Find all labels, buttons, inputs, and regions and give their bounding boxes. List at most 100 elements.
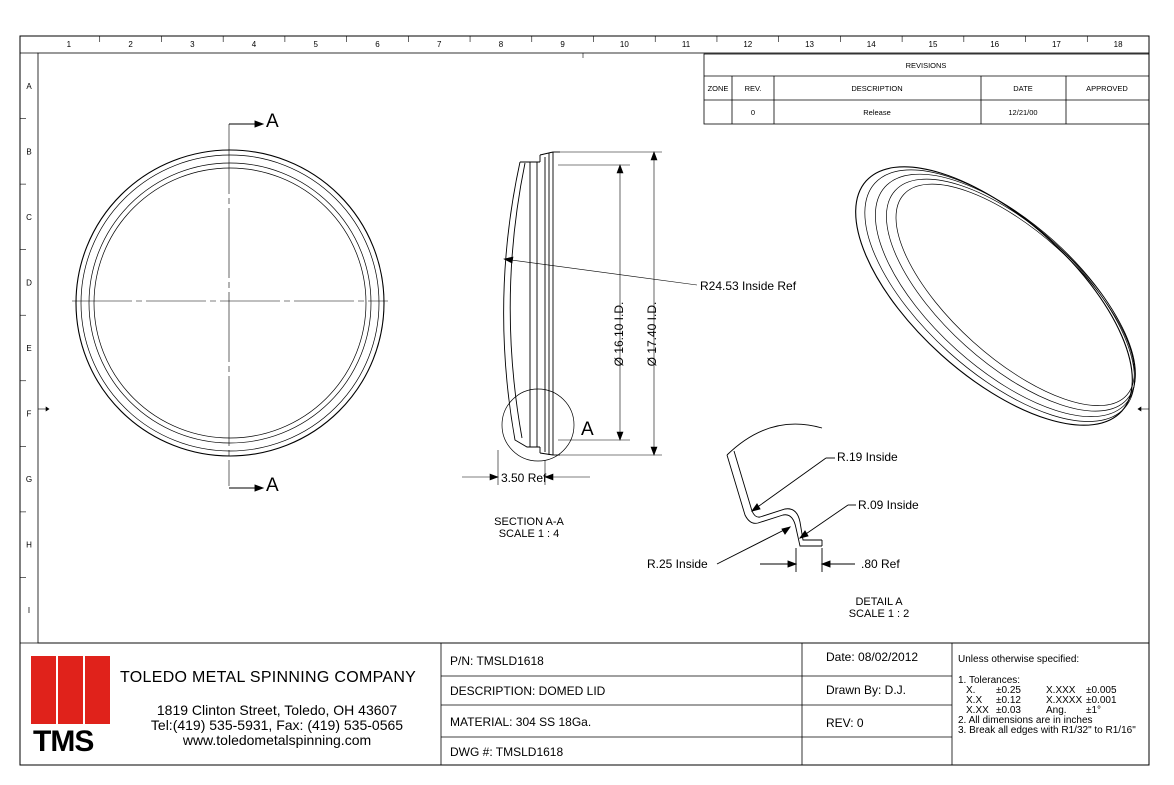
rev-header-date: DATE — [1013, 84, 1032, 93]
row-label: A — [26, 82, 32, 91]
revisions-title: REVISIONS — [906, 61, 947, 70]
isometric-view — [855, 166, 1136, 426]
logo-text: TMS — [33, 725, 94, 758]
tolerance-cell: ±0.005 — [1086, 685, 1117, 696]
row-label: F — [27, 410, 32, 419]
rev-header-rev: REV. — [745, 84, 762, 93]
rev-header-description: DESCRIPTION — [851, 84, 902, 93]
rev-header-approved: APPROVED — [1086, 84, 1128, 93]
tolerance-row: X.XX ±0.03 Ang. ±1° — [958, 706, 1146, 716]
section-marker-top: A — [266, 111, 279, 132]
column-label: 18 — [1114, 40, 1123, 49]
column-label: 17 — [1052, 40, 1061, 49]
detail-title: DETAIL A — [855, 596, 903, 608]
center-mark-arrows — [38, 53, 1149, 412]
detail-scale: SCALE 1 : 2 — [849, 608, 910, 620]
material: MATERIAL: 304 SS 18Ga. — [450, 715, 592, 729]
notes-block: Unless otherwise specified: 1. Tolerance… — [958, 655, 1146, 736]
revisions-table — [703, 53, 1150, 125]
tolerance-cell: ±0.12 — [996, 695, 1021, 706]
part-description: DESCRIPTION: DOMED LID — [450, 684, 606, 698]
column-label: 14 — [867, 40, 876, 49]
rev-row-rev: 0 — [751, 108, 755, 117]
dim-id: Ø 16.10 I.D. — [612, 302, 626, 367]
column-label: 12 — [743, 40, 752, 49]
tolerances-heading: 1. Tolerances: — [958, 675, 1021, 686]
row-label: H — [26, 541, 32, 550]
column-label: 3 — [190, 40, 195, 49]
tolerance-cell: ±0.03 — [996, 705, 1021, 716]
dim-od: Ø 17.40 I.D. — [645, 302, 659, 367]
drawn-by: Drawn By: D.J. — [826, 683, 907, 697]
section-scale: SCALE 1 : 4 — [499, 528, 560, 540]
column-label: 15 — [929, 40, 938, 49]
title-block-grid — [20, 642, 1149, 765]
column-label: 5 — [314, 40, 319, 49]
tolerance-cell: ±1° — [1086, 705, 1102, 716]
column-label: 13 — [805, 40, 814, 49]
dim-r25: R.25 Inside — [647, 557, 708, 571]
detail-marker: A — [581, 419, 594, 440]
company-name: TOLEDO METAL SPINNING COMPANY — [120, 669, 417, 686]
tolerance-cell: X.XXX — [1046, 685, 1076, 696]
drawing-number: DWG #: TMSLD1618 — [450, 745, 564, 759]
row-label: E — [26, 344, 31, 353]
column-label: 9 — [560, 40, 565, 49]
tolerance-cell: X.XXXX — [1046, 695, 1083, 706]
rev-header-zone: ZONE — [708, 84, 729, 93]
row-label: D — [26, 278, 32, 287]
column-ticks — [99, 36, 1088, 42]
tms-logo — [31, 656, 110, 724]
column-label: 11 — [682, 40, 691, 49]
company-address-block: 1819 Clinton Street, Toledo, OH 43607 Te… — [118, 703, 436, 748]
row-ticks — [20, 118, 26, 578]
row-labels: A B C D E F G H I — [26, 82, 32, 615]
row-label: B — [26, 147, 31, 156]
drawing-date: Date: 08/02/2012 — [826, 650, 919, 664]
tolerance-cell: ±0.001 — [1086, 695, 1117, 706]
tolerance-cell: Ang. — [1046, 705, 1067, 716]
column-label: 10 — [620, 40, 629, 49]
row-label: G — [26, 475, 32, 484]
section-cut-line — [229, 120, 265, 492]
section-dimensions — [462, 151, 698, 485]
row-label: C — [26, 213, 32, 222]
column-label: 6 — [375, 40, 380, 49]
part-number: P/N: TMSLD1618 — [450, 654, 544, 668]
tolerance-row: X.X ±0.12 X.XXXX±0.001 — [958, 696, 1146, 706]
column-label: 2 — [128, 40, 133, 49]
rev-row-description: Release — [863, 108, 891, 117]
note-dimensions: 2. All dimensions are in inches — [958, 715, 1093, 726]
tolerance-cell: X.X — [966, 695, 983, 706]
column-label: 7 — [437, 40, 442, 49]
rev-row-date: 12/21/00 — [1008, 108, 1037, 117]
dim-flange: .80 Ref — [861, 557, 900, 571]
column-label: 16 — [990, 40, 999, 49]
dim-r19: R.19 Inside — [837, 450, 898, 464]
tolerance-cell: X.XX — [966, 705, 989, 716]
row-label: I — [28, 606, 30, 615]
section-marker-bottom: A — [266, 475, 279, 496]
company-phone: Tel:(419) 535-5931, Fax: (419) 535-0565 — [150, 717, 404, 733]
column-label: 1 — [67, 40, 72, 49]
tolerance-row: X. ±0.25 X.XXX ±0.005 — [958, 686, 1146, 696]
notes-heading: Unless otherwise specified: — [958, 654, 1080, 665]
company-website: www.toledometalspinning.com — [182, 732, 372, 748]
front-view — [72, 124, 388, 486]
tolerance-cell: X. — [966, 685, 976, 696]
dim-r09: R.09 Inside — [858, 498, 919, 512]
column-label: 8 — [499, 40, 504, 49]
dim-radius-inside: R24.53 Inside Ref — [700, 279, 797, 293]
section-view — [501, 151, 575, 462]
note-break-edges: 3. Break all edges with R1/32" to R1/16" — [958, 725, 1136, 736]
company-address: 1819 Clinton Street, Toledo, OH 43607 — [156, 702, 398, 718]
column-label: 4 — [252, 40, 257, 49]
revision: REV: 0 — [826, 716, 864, 730]
dim-depth: 3.50 Ref — [501, 471, 547, 485]
tolerance-cell: ±0.25 — [996, 685, 1021, 696]
detail-view — [716, 423, 856, 572]
section-title: SECTION A-A — [494, 516, 564, 528]
